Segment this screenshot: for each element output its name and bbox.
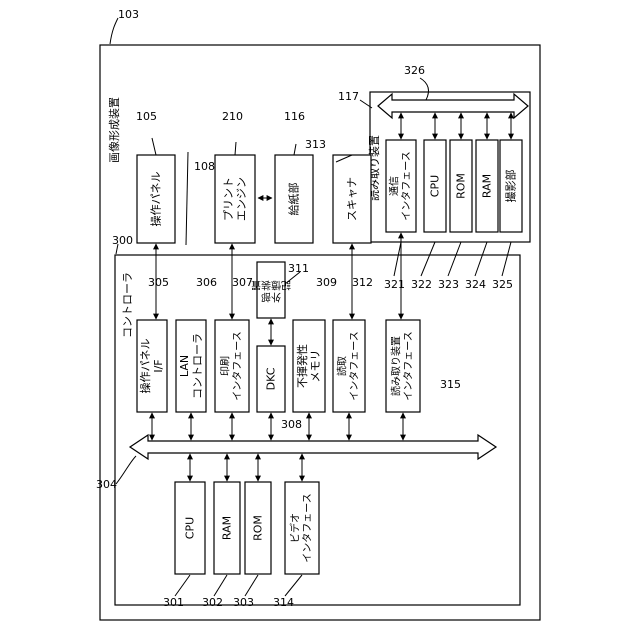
rom-ref: 323: [438, 278, 459, 291]
controller-ref: 300: [112, 234, 133, 247]
camera-ref: 325: [492, 278, 513, 291]
ram-ref-leader: [475, 242, 487, 276]
nvmem-label-line: メモリ: [309, 350, 322, 383]
reader-bus-ref: 326: [404, 64, 425, 77]
panel-ref: 105: [136, 110, 157, 123]
cpu-main-ref-leader: [175, 575, 190, 596]
feeder-ref: 116: [284, 110, 305, 123]
scan-if-label-line: インタフェース: [349, 331, 361, 401]
main-bus-ref: 304: [96, 478, 117, 491]
external-storage-label-line: 記憶装置: [251, 279, 291, 292]
ram-main-ref: 302: [202, 596, 223, 609]
feeder-label-line: 給紙部: [287, 183, 301, 216]
lan-label-line: LAN: [178, 355, 191, 377]
apparatus-label: 画像形成装置: [108, 97, 121, 163]
cpu-main-label-line: CPU: [184, 517, 197, 539]
cable-line: [186, 152, 188, 245]
lan-ref: 306: [196, 276, 217, 289]
video-if-ref: 314: [273, 596, 294, 609]
rom-ref-leader: [448, 242, 461, 276]
panel-label-line: 操作パネル: [149, 172, 163, 227]
rom-main-label-line: ROM: [252, 515, 265, 541]
panel-ref-leader: [152, 138, 156, 155]
cpu-ref: 322: [411, 278, 432, 291]
panel-if-ref: 305: [148, 276, 169, 289]
panel-if-label-line: 操作パネル: [138, 339, 152, 394]
main-bus-leader: [116, 456, 136, 484]
video-if-label-line: ビデオ: [289, 513, 302, 543]
print-engine-label-line: エンジン: [235, 177, 248, 221]
print-engine-label-line: プリント: [222, 177, 235, 221]
print-if-label-line: 印刷: [220, 356, 232, 376]
controller-label: コントローラ: [121, 272, 134, 338]
ram-main-ref-leader: [214, 575, 227, 596]
camera-label-line: 撮影部: [504, 170, 518, 203]
reader-if-label-line: インタフェース: [403, 331, 415, 401]
video-if-label-line: インタフェース: [302, 493, 314, 563]
rom-main-ref: 303: [233, 596, 254, 609]
reader-if-label-line: 読み取り装置: [390, 336, 403, 396]
ram-label-line: RAM: [481, 174, 494, 198]
external-storage-label-line: 外部: [261, 291, 281, 304]
apparatus-ref: 103: [118, 8, 139, 21]
print-engine-ref-leader: [235, 142, 236, 155]
cable-ref: 108: [194, 160, 215, 173]
scanner-ref: 313: [305, 138, 326, 151]
comm-if-label-line: インタフェース: [401, 151, 413, 221]
reader-ref: 117: [338, 90, 359, 103]
nvmem-ref: 309: [316, 276, 337, 289]
ram-ref: 324: [465, 278, 486, 291]
camera-ref-leader: [502, 242, 511, 276]
scan-if-label-line: 読取: [336, 356, 349, 376]
comm-if-ref: 321: [384, 278, 405, 291]
lan-label-line: コントローラ: [191, 333, 204, 399]
dkc-label-line: DKC: [265, 367, 278, 390]
apparatus-leader: [110, 18, 118, 44]
reader-bus-leader: [420, 78, 428, 100]
ram-main-label-line: RAM: [221, 516, 234, 540]
print-if-label-line: インタフェース: [232, 331, 244, 401]
video-if-ref-leader: [285, 575, 302, 596]
cpu-label-line: CPU: [429, 175, 442, 197]
panel-if-label-line: I/F: [152, 359, 165, 372]
nvmem-label-line: 不揮発性: [295, 344, 309, 388]
comm-if-ref-leader: [394, 242, 401, 276]
feeder-ref-leader: [294, 144, 296, 155]
print-engine-ref: 210: [222, 110, 243, 123]
main-bus: [130, 435, 496, 459]
cpu-main-ref: 301: [163, 596, 184, 609]
cpu-ref-leader: [421, 242, 435, 276]
comm-if-label-line: 通信: [389, 176, 401, 196]
rom-label-line: ROM: [455, 173, 468, 199]
scan-if-ref: 312: [352, 276, 373, 289]
scanner-label-line: スキャナ: [346, 177, 359, 221]
print-if-ref: 307: [232, 276, 253, 289]
dkc-ref: 308: [281, 418, 302, 431]
reader-if-ref: 315: [440, 378, 461, 391]
rom-main-ref-leader: [245, 575, 258, 596]
